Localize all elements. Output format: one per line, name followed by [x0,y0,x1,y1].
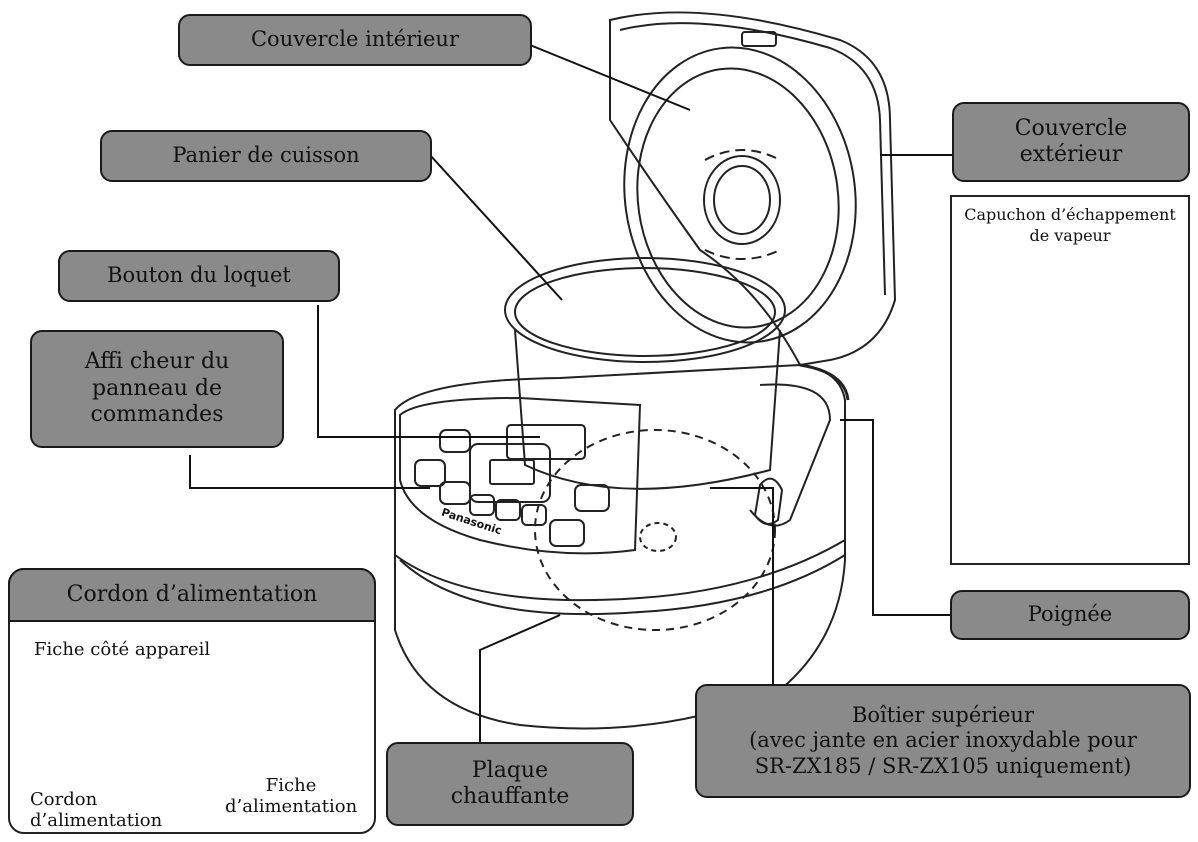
cord-label: Cordon d’alimentation [30,789,163,831]
label-cooking-pan: Panier de cuisson [100,130,432,182]
label-latch-button: Bouton du loquet [58,250,340,302]
cooking-pan-drawing [504,257,786,490]
label-control-panel: Affi cheur du panneau de commandes [30,330,284,448]
outer-lid-drawing [609,11,897,367]
leader-lines [189,44,952,745]
label-handle: Poignée [950,590,1190,640]
steam-cap-label: Capuchon d’échappement de vapeur [964,205,1176,245]
label-inner-lid: Couvercle intérieur [178,14,532,66]
power-plug-label: Fiche d’alimentation [225,775,358,817]
appliance-plug-label: Fiche côté appareil [34,639,211,660]
label-outer-lid: Couvercle extérieur [952,102,1190,182]
power-cord-panel-title: Cordon d’alimentation [8,568,376,622]
label-heating-plate: Plaque chauffante [386,742,634,826]
steam-cap-inset: Capuchon d’échappement de vapeur [950,195,1190,565]
cooker-body-drawing [394,363,850,730]
label-upper-housing: Boîtier supérieur (avec jante en acier i… [695,684,1191,798]
